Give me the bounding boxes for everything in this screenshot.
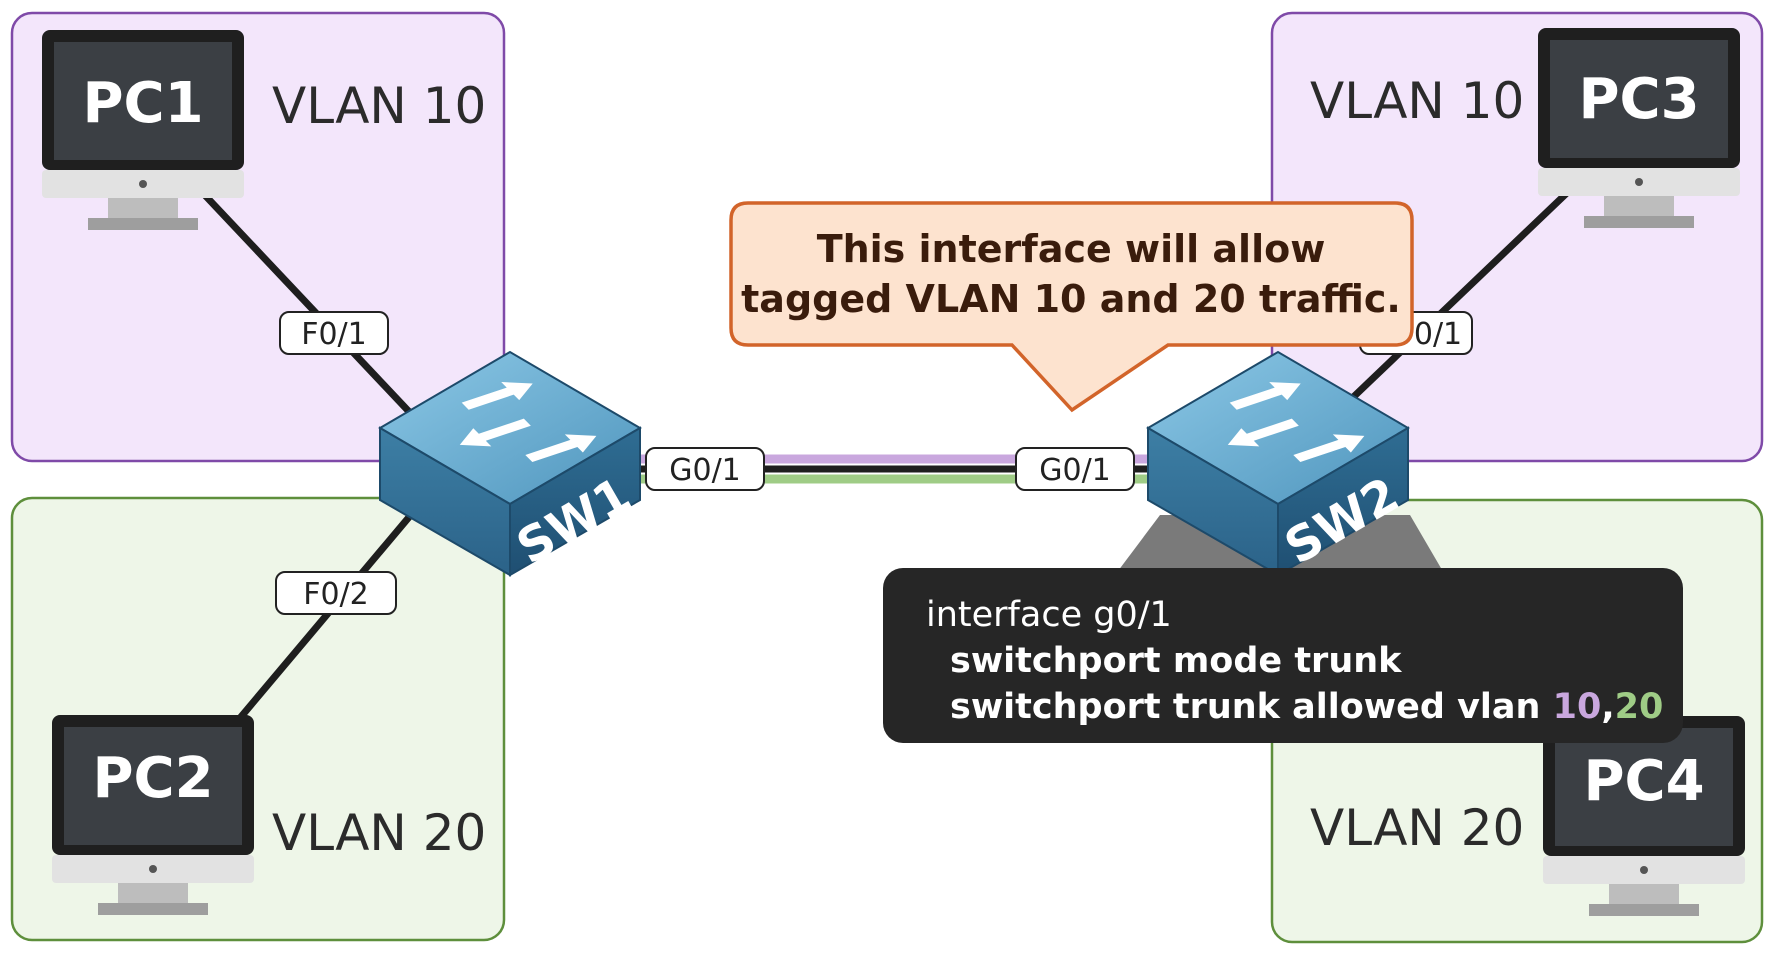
- config-line-1: interface g0/1: [926, 595, 1172, 635]
- svg-text:F0/2: F0/2: [303, 577, 369, 612]
- vlan-label-pc3: VLAN 10: [1310, 72, 1524, 130]
- port-label-sw1-g01: G0/1: [645, 447, 765, 491]
- port-label-sw2-g01: G0/1: [1015, 447, 1135, 491]
- sw1-switch: SW1: [378, 350, 642, 577]
- pc1-label: PC1: [82, 71, 203, 136]
- port-label-sw1-f01: F0/1: [279, 311, 389, 355]
- config-line-3-prefix: switchport trunk allowed vlan: [950, 687, 1553, 727]
- sw2-switch: SW2: [1146, 350, 1410, 577]
- link-pc1-sw1: [197, 187, 418, 421]
- config-vlan-separator: ,: [1601, 687, 1614, 727]
- link-pc3-sw2: [1342, 187, 1573, 408]
- pc2-computer: PC2: [52, 715, 254, 915]
- vlan-label-pc2: VLAN 20: [272, 804, 486, 862]
- config-vlan-20: 20: [1615, 687, 1664, 727]
- pc4-computer: PC4: [1543, 716, 1745, 916]
- callout-line-1: This interface will allow: [817, 227, 1326, 271]
- vlan-label-pc4: VLAN 20: [1310, 799, 1524, 857]
- pc3-label: PC3: [1578, 67, 1699, 132]
- config-line-3: switchport trunk allowed vlan 10,20: [950, 687, 1663, 727]
- pc3-computer: PC3: [1538, 28, 1740, 228]
- pc1-computer: PC1: [42, 30, 244, 230]
- callout-bubble: This interface will allow tagged VLAN 10…: [729, 201, 1414, 413]
- vlan-label-pc1: VLAN 10: [272, 77, 486, 135]
- svg-text:G0/1: G0/1: [1039, 453, 1111, 488]
- pc4-label: PC4: [1583, 749, 1704, 814]
- config-box: interface g0/1 switchport mode trunk swi…: [883, 568, 1683, 743]
- svg-text:F0/1: F0/1: [301, 317, 367, 352]
- pc2-label: PC2: [92, 746, 213, 811]
- port-label-sw1-f02: F0/2: [275, 571, 397, 615]
- config-vlan-10: 10: [1553, 687, 1602, 727]
- svg-text:0/1: 0/1: [1414, 317, 1462, 352]
- callout-line-2: tagged VLAN 10 and 20 traffic.: [741, 277, 1401, 321]
- config-line-2: switchport mode trunk: [950, 641, 1402, 681]
- svg-text:G0/1: G0/1: [669, 453, 741, 488]
